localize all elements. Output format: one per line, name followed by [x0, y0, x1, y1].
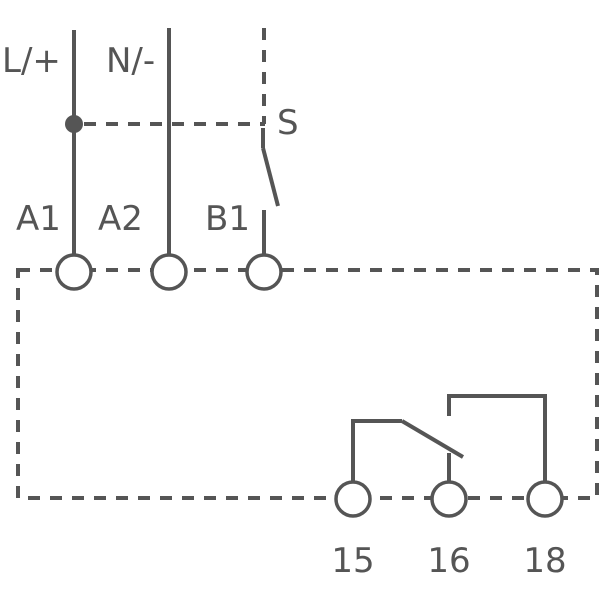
label-18: 18: [523, 541, 566, 581]
contact-15-wire: [351, 419, 402, 483]
terminal-16: [430, 480, 468, 518]
label-16: 16: [427, 541, 470, 581]
device-housing: [16, 268, 599, 500]
terminal-18: [526, 480, 564, 518]
terminal-b1: [245, 253, 283, 291]
terminal-a2: [150, 253, 188, 291]
terminal-a1: [55, 253, 93, 291]
relay-contact-blade: [400, 419, 465, 459]
terminal-15: [334, 480, 372, 518]
label-switch: S: [277, 103, 299, 143]
label-a2: A2: [98, 199, 143, 239]
label-line-supply: L/+: [2, 41, 61, 81]
label-15: 15: [331, 541, 374, 581]
switch-blade: [261, 147, 280, 207]
label-neutral-supply: N/-: [106, 41, 155, 81]
contact-18-wire: [447, 394, 547, 483]
label-a1: A1: [16, 199, 61, 239]
junction-dot: [65, 115, 83, 133]
label-b1: B1: [205, 199, 250, 239]
